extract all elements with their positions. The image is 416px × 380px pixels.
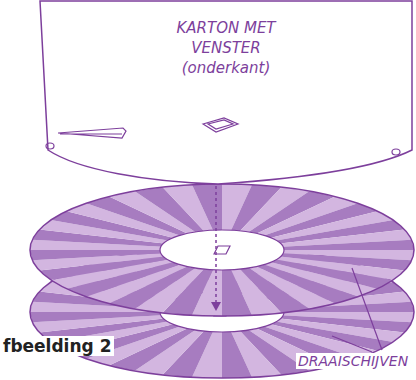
cardboard-panel: KARTON MET VENSTER (onderkant) [38, 0, 414, 186]
part-label: DRAAISCHIJVEN [296, 353, 410, 369]
panel-title: KARTON MET VENSTER (onderkant) [38, 18, 414, 78]
upper-disc [30, 184, 414, 316]
leader-line [332, 336, 372, 352]
corner-hole [392, 149, 400, 155]
window-frame [203, 118, 238, 132]
assembly-arrowhead [211, 302, 221, 311]
disc-hub [160, 230, 284, 270]
tab-slot [58, 128, 126, 138]
disc-rim [30, 184, 414, 316]
leader-line [352, 268, 382, 350]
figure-caption: fbeelding 2 [2, 336, 114, 356]
corner-hole [46, 143, 54, 149]
